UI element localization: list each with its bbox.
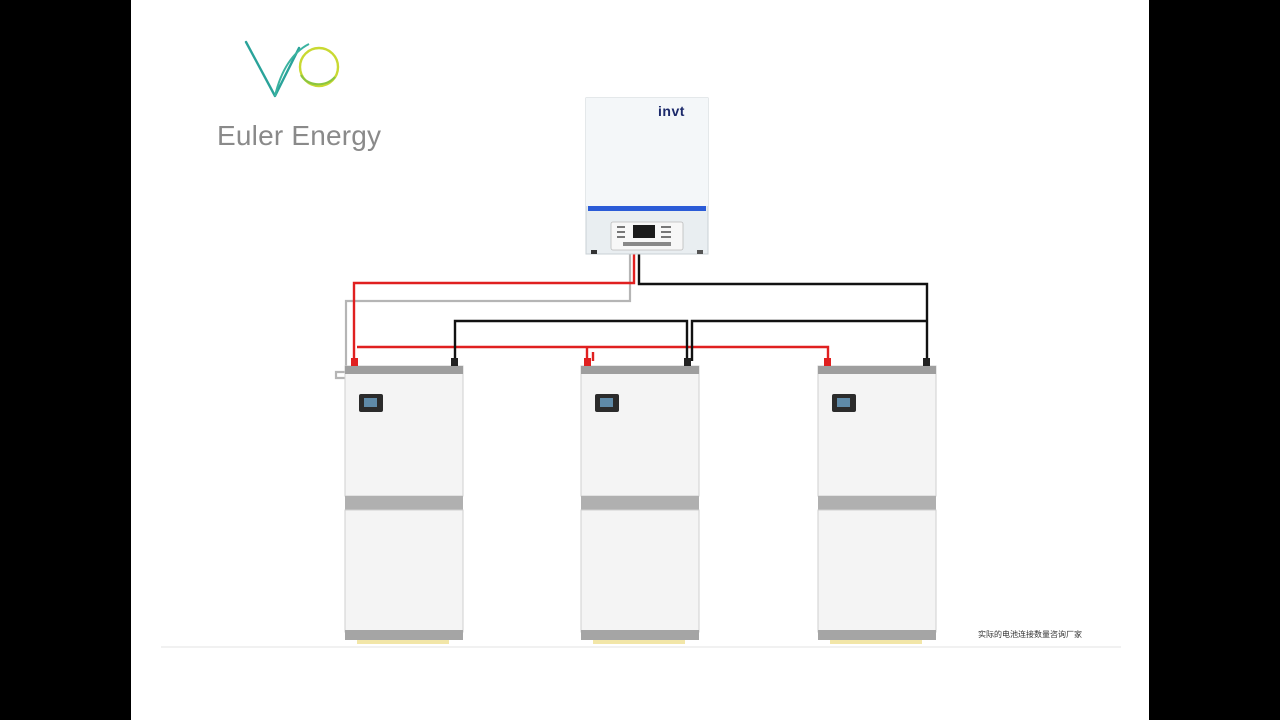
battery-stack-1 xyxy=(344,358,464,644)
floor-shadow xyxy=(161,646,1121,648)
wiring-diagram xyxy=(161,40,1121,648)
brand-name: Euler Energy xyxy=(217,120,382,151)
positive-bus xyxy=(357,345,830,361)
diagram-canvas: Euler Energy invt 实际的电池连接数量咨询厂家 xyxy=(131,0,1149,720)
negative-bus-1 xyxy=(453,319,689,361)
negative-cable-main xyxy=(637,252,929,361)
inverter-brand-label: invt xyxy=(658,103,685,119)
inverter xyxy=(585,97,709,255)
battery-stack-3 xyxy=(817,358,937,644)
vo-leaf-logo xyxy=(244,40,340,98)
battery-count-note: 实际的电池连接数量咨询厂家 xyxy=(978,630,1082,639)
negative-bus-2 xyxy=(690,319,927,361)
positive-cable-main xyxy=(352,252,636,361)
battery-stack-2 xyxy=(580,358,700,644)
